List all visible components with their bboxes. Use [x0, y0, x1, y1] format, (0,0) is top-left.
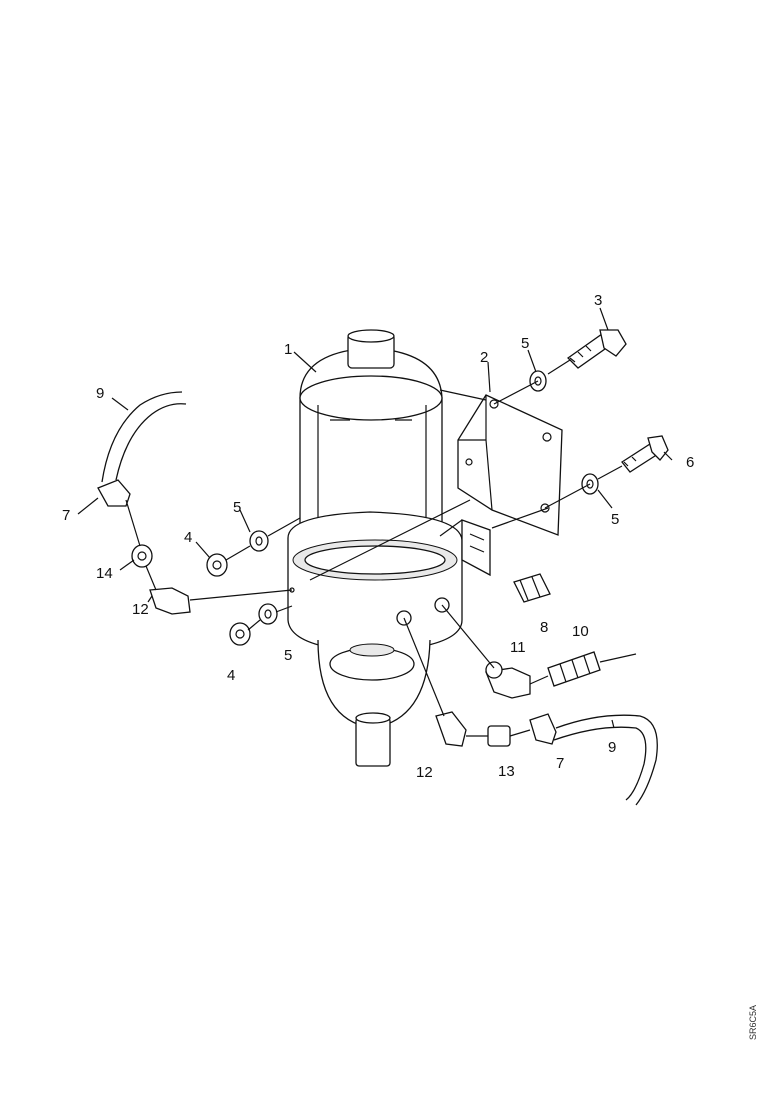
hoses — [101, 391, 658, 806]
callout-3: 3 — [594, 292, 602, 309]
callout-numbers: 1 2 3 5 6 5 9 7 5 4 14 12 8 10 11 5 4 9 … — [62, 292, 694, 781]
filter-head — [287, 511, 463, 653]
callout-5-top: 5 — [521, 335, 529, 352]
callout-4-mid: 4 — [184, 529, 192, 546]
callout-8: 8 — [540, 619, 548, 636]
mounting-bracket — [457, 394, 563, 577]
callout-5-right: 5 — [611, 511, 619, 528]
callout-11: 11 — [510, 639, 526, 656]
callout-13: 13 — [498, 763, 515, 780]
callout-12-bottom: 12 — [416, 764, 433, 781]
callout-5-low: 5 — [284, 647, 292, 664]
callout-9-right: 9 — [608, 739, 616, 756]
callout-9-left: 9 — [96, 385, 104, 402]
callout-1: 1 — [284, 341, 292, 358]
callout-2: 2 — [480, 349, 488, 366]
lower-bowl — [317, 639, 431, 767]
callout-4-low: 4 — [227, 667, 235, 684]
callout-7-left: 7 — [62, 507, 70, 524]
callout-12-left: 12 — [132, 601, 149, 618]
drawing-reference-code: SR6C5A — [748, 1004, 758, 1040]
bolt-6 — [621, 435, 669, 473]
callout-14: 14 — [96, 565, 113, 582]
callout-leaders — [77, 307, 673, 729]
callout-7-bottom: 7 — [556, 755, 564, 772]
bolt-3 — [566, 329, 627, 369]
callout-5-mid: 5 — [233, 499, 241, 516]
fittings — [97, 479, 601, 747]
callout-10: 10 — [572, 623, 589, 640]
callout-6: 6 — [686, 454, 694, 471]
assembly-lines — [125, 359, 637, 737]
